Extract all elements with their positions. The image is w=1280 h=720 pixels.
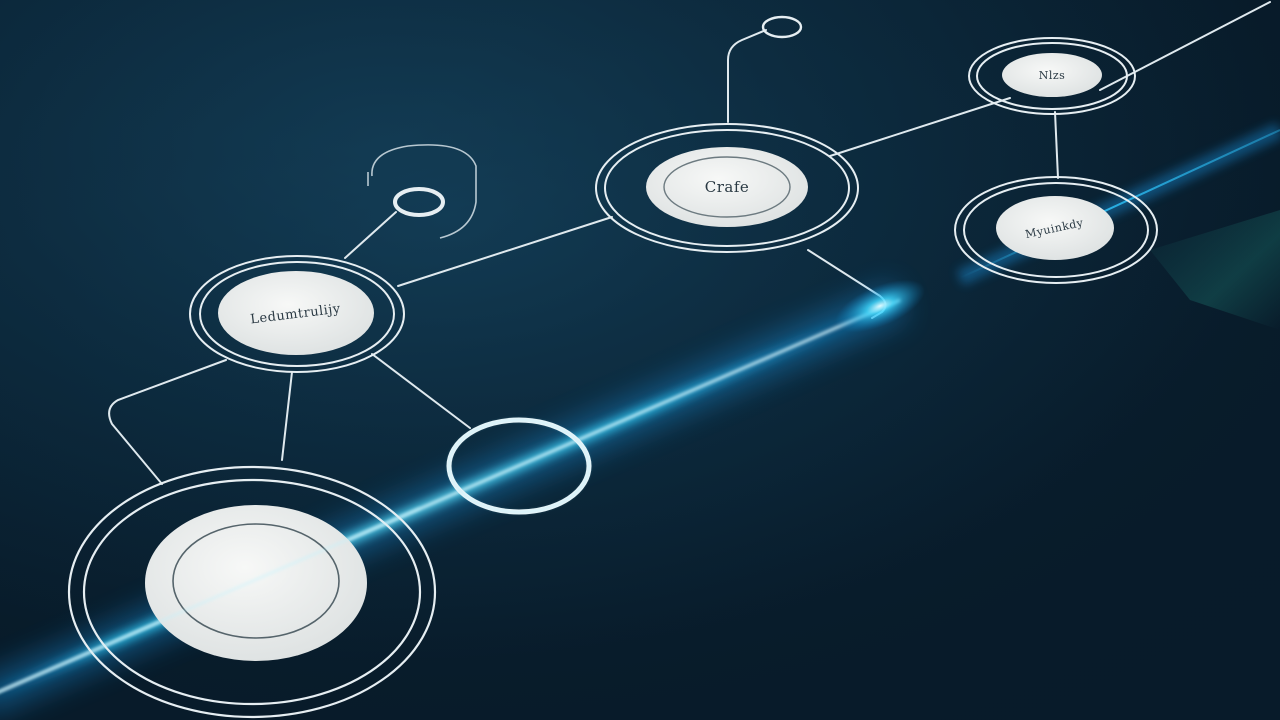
node-center-label: Crafe (705, 178, 750, 196)
node-top-right-label: Nlzs (1039, 69, 1066, 82)
connector-center-topright (829, 97, 1011, 157)
decorative-bracket-arc (371, 144, 477, 239)
node-left: Ledumtrulijy (189, 255, 405, 373)
node-center: Crafe (595, 123, 859, 253)
small-left-ring (393, 187, 445, 217)
background-teal-haze (1150, 210, 1280, 330)
connector-left-smallring (344, 211, 397, 259)
connector-topright-right (1054, 111, 1059, 179)
light-streak-overlay (0, 507, 421, 693)
node-top-right: Nlzs (968, 37, 1136, 115)
connector-left-ring (371, 353, 471, 429)
node-right: Myuinkdy (954, 176, 1158, 284)
small-top-ring (761, 15, 803, 39)
connector-top-right-edge (1099, 1, 1271, 91)
connector-left-bottom (281, 371, 293, 461)
connector-left-bottom-elbow (108, 359, 227, 485)
node-bottom-large (67, 465, 437, 719)
connector-center-top (727, 29, 767, 123)
connector-center-left (397, 216, 613, 287)
